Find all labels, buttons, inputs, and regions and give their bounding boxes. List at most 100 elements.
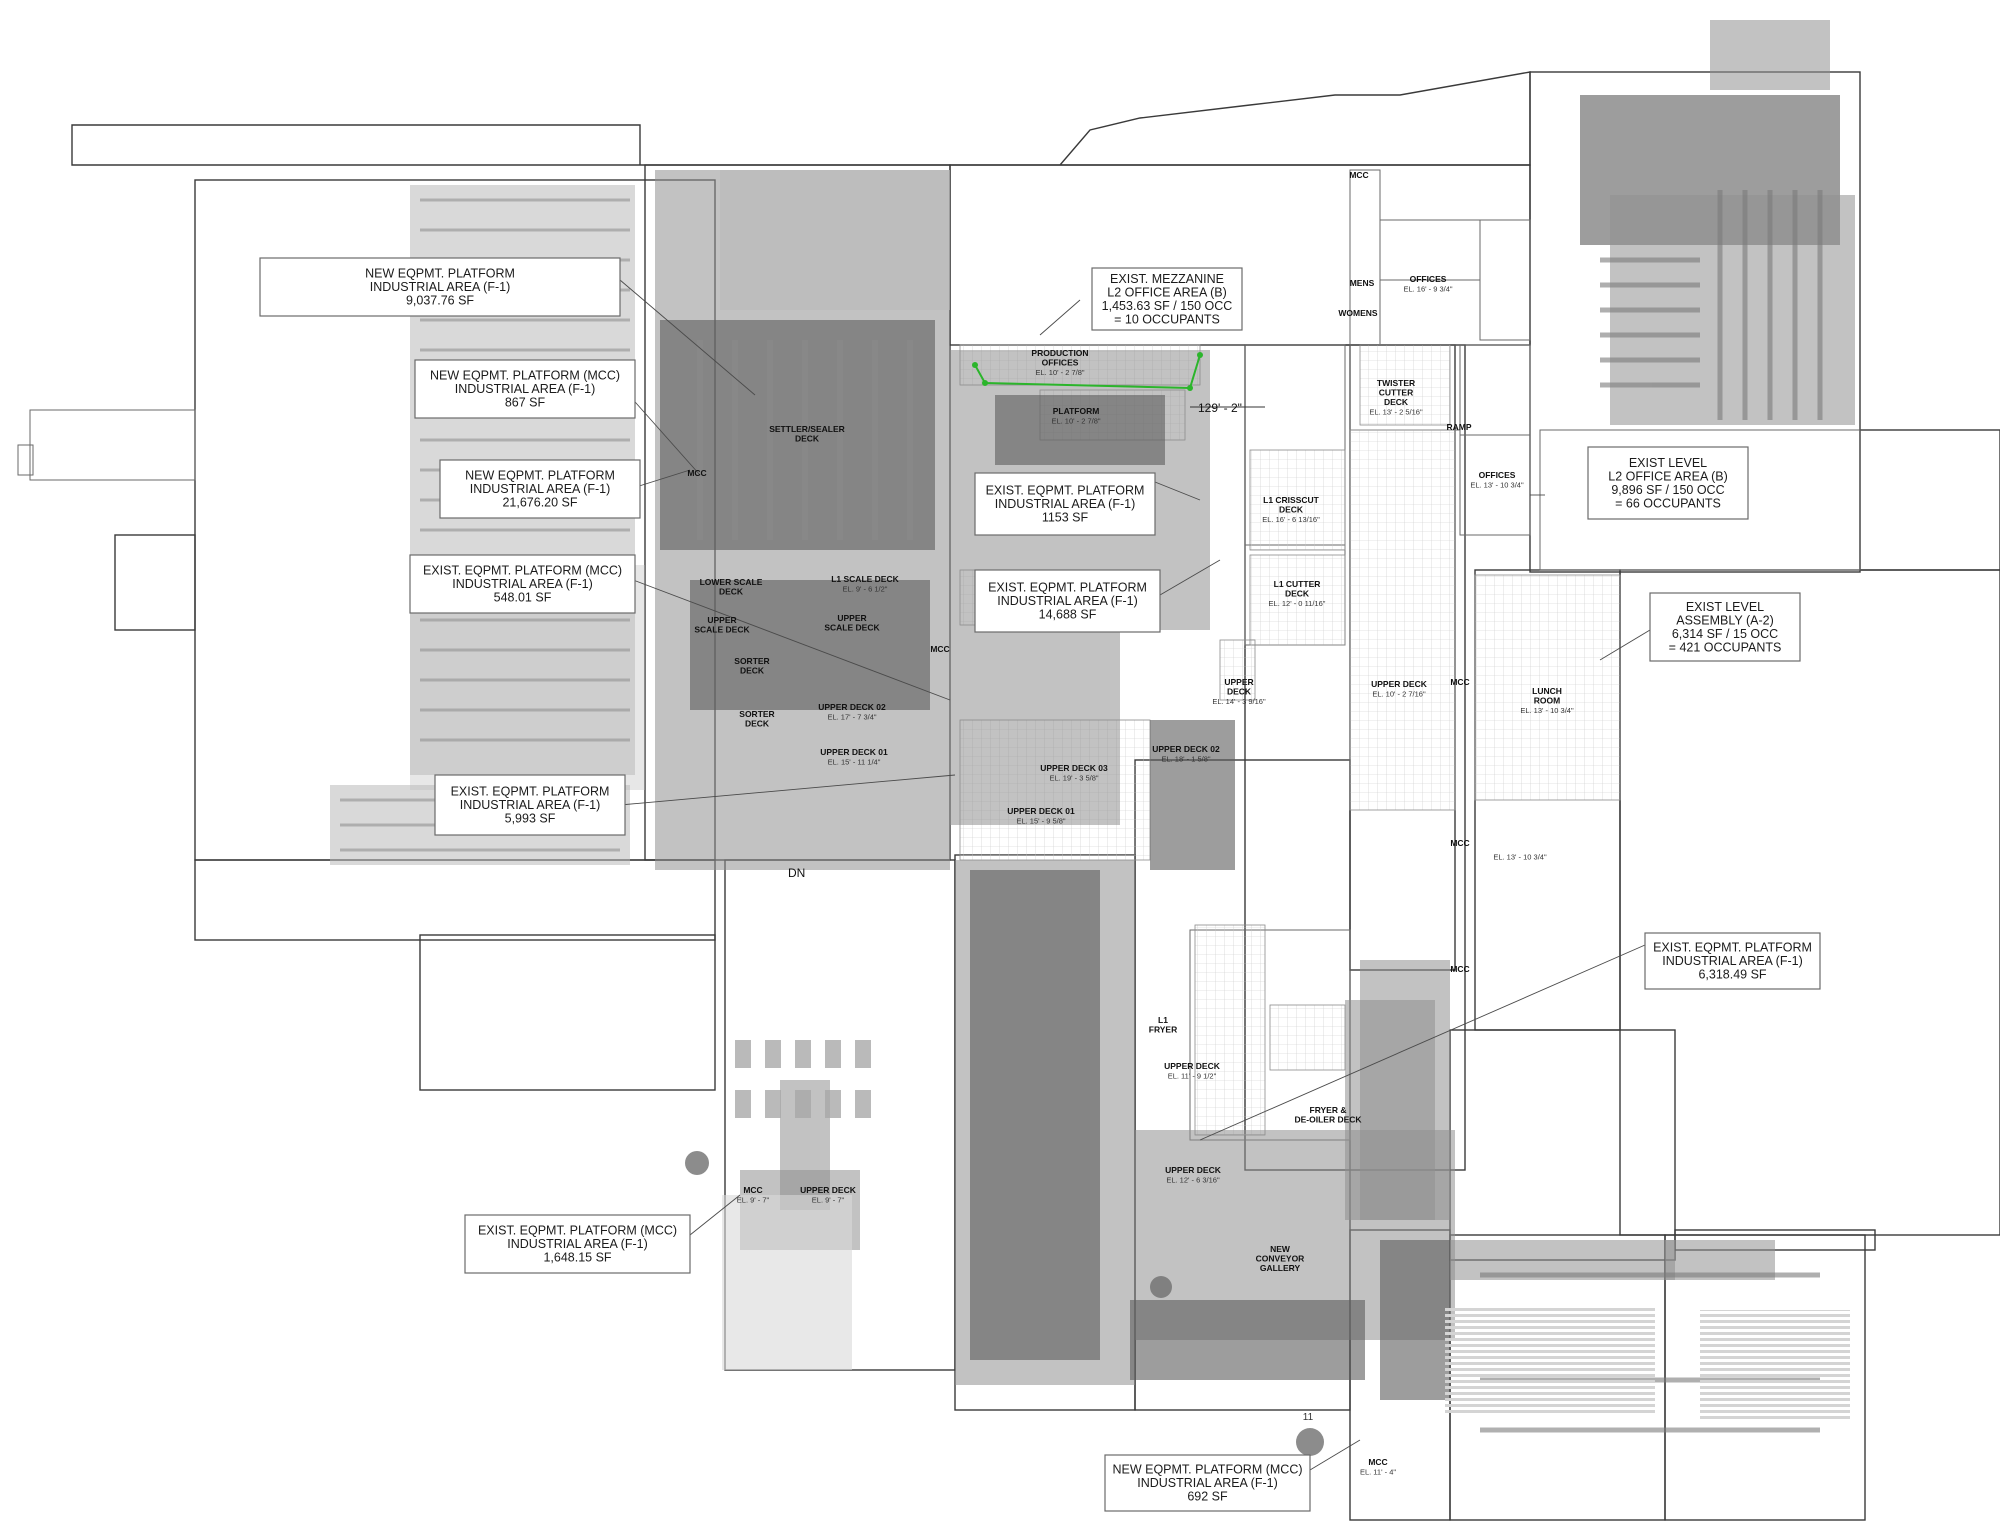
room-name: RAMP [1446, 422, 1471, 432]
callout-line: INDUSTRIAL AREA (F-1) [995, 497, 1136, 511]
room-name: MCC [743, 1185, 762, 1195]
room-label: MCC [930, 644, 949, 654]
room-name: UPPER DECK 02 [1152, 744, 1220, 754]
room-elevation: EL. 18' - 1 5/8" [1161, 755, 1210, 764]
room-name: MCC [1450, 838, 1469, 848]
room-label: MCC [687, 468, 706, 478]
callout-box [434, 774, 626, 836]
room-elevation: EL. 16' - 9 3/4" [1403, 285, 1452, 294]
callout-box [1649, 592, 1801, 662]
room-name: UPPER DECK 02 [818, 702, 886, 712]
room-elevation: EL. 15' - 9 5/8" [1016, 817, 1065, 826]
callout-line: 21,676.20 SF [502, 496, 577, 510]
room-name: DE-OILER DECK [1294, 1115, 1362, 1125]
callout-line: INDUSTRIAL AREA (F-1) [470, 482, 611, 496]
room-name: DECK [740, 666, 765, 676]
callout-box [1644, 932, 1821, 990]
hatched-conveyor-field [1445, 1305, 1655, 1415]
room-name: MENS [1350, 278, 1375, 288]
room-name: UPPER DECK 03 [1040, 763, 1108, 773]
callout-box [974, 472, 1156, 536]
callout-line: 1153 SF [1042, 511, 1089, 525]
room-elevation: EL. 13' - 10 3/4" [1493, 853, 1547, 862]
callout-line: INDUSTRIAL AREA (F-1) [370, 280, 511, 294]
room-name: L1 [1158, 1015, 1168, 1025]
callout-line: 1,648.15 SF [543, 1251, 611, 1265]
room-name: OFFICES [1042, 358, 1079, 368]
room-name: SORTER [739, 709, 774, 719]
room-name: TWISTER [1377, 378, 1415, 388]
room-name: SCALE DECK [824, 623, 880, 633]
room-name: PRODUCTION [1031, 348, 1088, 358]
callout-line: EXIST. EQPMT. PLATFORM (MCC) [478, 1224, 677, 1238]
upper-deck-area-lower-left [722, 1195, 852, 1370]
callout-line: EXIST. EQPMT. PLATFORM [1653, 941, 1812, 955]
callout-line: 9,896 SF / 150 OCC [1611, 483, 1724, 497]
room-elevation: EL. 13' - 10 3/4" [1470, 481, 1524, 490]
leader-lines [619, 279, 1651, 1471]
callout-line: INDUSTRIAL AREA (F-1) [507, 1237, 648, 1251]
room-elevation: EL. 12' - 0 11/16" [1269, 599, 1326, 608]
room-label: MCC [1349, 170, 1368, 180]
room-elevation: EL. 11' - 9 1/2" [1168, 1072, 1217, 1081]
room-name: NEW [1270, 1244, 1291, 1254]
callout-line: NEW EQPMT. PLATFORM [365, 267, 515, 281]
room-elevation: EL. 16' - 6 13/16" [1262, 515, 1320, 524]
room-name: UPPER DECK [800, 1185, 857, 1195]
area-callout: EXIST. EQPMT. PLATFORM (MCC)INDUSTRIAL A… [409, 554, 636, 614]
room-name: UPPER [707, 615, 736, 625]
room-name: PLATFORM [1053, 406, 1100, 416]
callout-line: 14,688 SF [1039, 608, 1097, 622]
callout-line: INDUSTRIAL AREA (F-1) [997, 594, 1138, 608]
room-label: MCC [1450, 964, 1469, 974]
room-elevation: EL. 14' - 3 9/16" [1212, 697, 1266, 706]
callout-line: 692 SF [1187, 1490, 1228, 1504]
settler-sealer-tanks [697, 340, 913, 540]
callout-line: EXIST. EQPMT. PLATFORM [988, 581, 1147, 595]
room-name: MCC [1349, 170, 1368, 180]
room-name: DECK [1384, 397, 1409, 407]
callout-line: 867 SF [505, 396, 546, 410]
callout-line: 9,037.76 SF [406, 294, 474, 308]
room-label: MCC [1450, 677, 1469, 687]
callout-box [1587, 446, 1749, 520]
room-name: DECK [1227, 687, 1252, 697]
room-name: UPPER DECK 01 [1007, 806, 1075, 816]
room-name: GALLERY [1260, 1263, 1301, 1273]
callout-line: = 10 OCCUPANTS [1114, 312, 1220, 326]
room-elevation: EL. 10' - 2 7/8" [1051, 417, 1100, 426]
room-elevation: EL. 9' - 7" [812, 1196, 845, 1205]
room-elevation: EL. 11' - 4" [1360, 1468, 1396, 1477]
room-elevation: EL. 9' - 6 1/2" [843, 585, 888, 594]
hatched-conveyor-field-2 [1700, 1310, 1850, 1420]
stair-down-label: DN [788, 866, 805, 880]
north-marker: 11 [1303, 1412, 1314, 1423]
callout-line: NEW EQPMT. PLATFORM (MCC) [1112, 1463, 1302, 1477]
room-name: SETTLER/SEALER [769, 424, 845, 434]
room-elevation: EL. 10' - 2 7/8" [1035, 368, 1084, 377]
room-name: OFFICES [1479, 470, 1516, 480]
callout-line: INDUSTRIAL AREA (F-1) [1662, 954, 1803, 968]
callout-line: L2 OFFICE AREA (B) [1608, 469, 1727, 483]
callout-line: 1,453.63 SF / 150 OCC [1102, 299, 1233, 313]
room-elevation: EL. 19' - 3 5/8" [1049, 774, 1098, 783]
room-name: MCC [687, 468, 706, 478]
